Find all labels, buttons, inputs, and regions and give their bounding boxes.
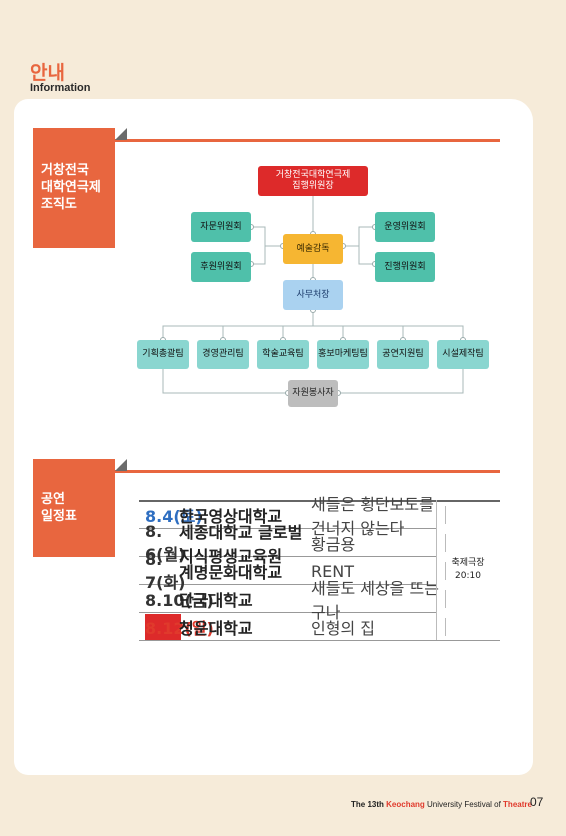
org-node-secretary-general: 사무처장 — [283, 280, 343, 310]
org-node-operations: 운영위원회 — [375, 212, 435, 242]
schedule-school: 세종대학교 글로벌지식평생교육원 — [179, 523, 303, 566]
org-node-advisory: 자문위원회 — [191, 212, 251, 242]
table-row: 8.12(일) 청운대학교 인형의 집 — [139, 614, 446, 641]
org-team: 기획총괄팀 — [137, 340, 189, 369]
schedule-school: 계명문화대학교 — [179, 563, 283, 582]
schedule-play: RENT — [311, 561, 354, 581]
section-divider-schedule — [115, 470, 500, 473]
page-title: 안내 — [30, 62, 65, 84]
schedule-date: 8.12(일) — [145, 614, 214, 640]
footer-keochang: Keochang — [386, 800, 425, 809]
schedule-banner-line: 일정표 — [41, 509, 77, 524]
table-row: 8. 7(화) 계명문화대학교 RENT — [139, 549, 446, 592]
org-banner-line: 거창전국 — [41, 163, 89, 178]
venue-time: 20:10 — [455, 571, 481, 581]
venue-bottom-rule — [436, 640, 500, 641]
schedule-school: 단국대학교 — [179, 591, 253, 610]
table-top-rule — [139, 500, 500, 502]
org-team: 시설제작팀 — [437, 340, 489, 369]
schedule-play: 인형의 집 — [311, 619, 375, 638]
table-row: 8.10(금) 단국대학교 새들도 세상을 뜨는구나 — [139, 579, 446, 622]
schedule-date: 8. 7(화) — [145, 549, 186, 592]
venue-name: 축제극장 — [451, 558, 485, 568]
column-divider — [445, 590, 446, 608]
banner-fold — [115, 128, 127, 140]
org-team: 홍보마케팅팀 — [317, 340, 369, 369]
org-node-volunteer: 자원봉사자 — [288, 380, 338, 407]
schedule-play: 새들은 횡단보도를 건너지 않는다 — [311, 495, 434, 538]
venue-divider — [436, 500, 437, 640]
page-subtitle: Information — [30, 82, 91, 94]
column-divider — [445, 562, 446, 580]
section-divider-org — [115, 139, 500, 142]
schedule-school: 한국영상대학교 — [179, 507, 283, 526]
org-node-sponsor: 후원위원회 — [191, 252, 251, 282]
footer-text: The 13th Keochang University Festival of… — [351, 800, 532, 809]
schedule-play: 황금용 — [311, 535, 356, 554]
footer-middle: University Festival of — [424, 800, 504, 809]
schedule-banner-line: 공연 — [41, 492, 65, 507]
org-banner-line: 조직도 — [41, 197, 77, 212]
footer-theatre: Theatre — [503, 800, 532, 809]
org-node-progress: 진행위원회 — [375, 252, 435, 282]
schedule-school: 청운대학교 — [179, 619, 253, 638]
column-divider — [445, 618, 446, 636]
schedule-date: 8.10(금) — [145, 591, 214, 610]
schedule-play: 새들도 세상을 뜨는구나 — [311, 579, 439, 622]
org-top-line: 집행위원장 — [292, 181, 334, 191]
org-team: 학술교육팀 — [257, 340, 309, 369]
column-divider — [445, 534, 446, 552]
org-top-node: 거창전국대학연극제 집행위원장 — [258, 166, 368, 196]
org-banner-line: 대학연극제 — [41, 180, 101, 195]
column-divider — [445, 506, 446, 524]
schedule-banner: 공연 일정표 — [33, 459, 115, 557]
org-banner: 거창전국 대학연극제 조직도 — [33, 128, 115, 248]
org-team: 경영관리팀 — [197, 340, 249, 369]
banner-fold — [115, 459, 127, 471]
footer-prefix: The 13th — [351, 800, 387, 809]
org-top-line: 거창전국대학연극제 — [275, 170, 351, 180]
page-number: 07 — [530, 795, 544, 809]
org-team: 공연지원팀 — [377, 340, 429, 369]
org-node-art-director: 예술감독 — [283, 234, 343, 264]
schedule-venue: 축제극장 20:10 — [436, 500, 500, 640]
